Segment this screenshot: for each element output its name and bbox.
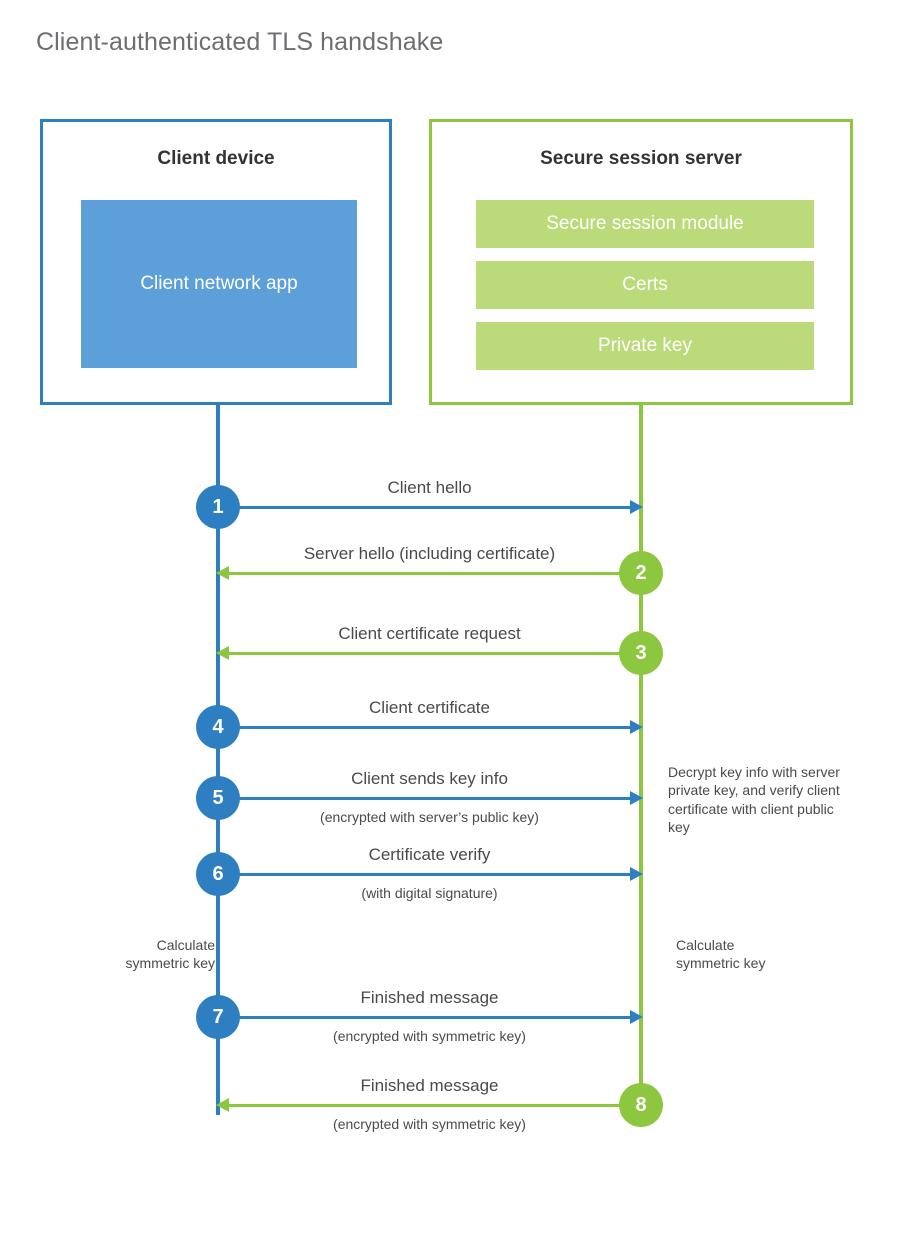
message-arrow-4 [218,725,632,729]
message-sublabel-8: (encrypted with symmetric key) [333,1116,526,1132]
arrow-head-1 [630,500,643,514]
server-module-item: Certs [476,261,814,309]
secure-session-server-title: Secure session server [540,148,742,169]
message-label-5: Client sends key info [351,769,508,788]
step-badge-5[interactable]: 5 [196,776,240,820]
arrow-head-7 [630,1010,643,1024]
note-server-decrypt-key-info: Decrypt key info with server private key… [668,764,840,836]
client-device-box: Client device Client network app [40,119,392,405]
secure-session-server-box: Secure session server Secure session mod… [429,119,853,405]
step-badge-2[interactable]: 2 [619,551,663,595]
arrow-head-5 [630,791,643,805]
message-label-1: Client hello [387,478,472,497]
step-badge-6[interactable]: 6 [196,852,240,896]
message-arrow-5 [218,796,632,800]
step-badge-1[interactable]: 1 [196,485,240,529]
message-arrow-7 [218,1015,632,1019]
client-device-title: Client device [157,148,275,169]
step-badge-3[interactable]: 3 [619,631,663,675]
arrow-head-3 [216,646,229,660]
page-title: Client-authenticated TLS handshake [36,28,444,56]
step-badge-4[interactable]: 4 [196,705,240,749]
step-badge-7[interactable]: 7 [196,995,240,1039]
client-network-app-component: Client network app [81,200,357,368]
arrow-head-6 [630,867,643,881]
message-sublabel-7: (encrypted with symmetric key) [333,1028,526,1044]
server-lifeline [639,405,643,1108]
server-module-item: Private key [476,322,814,370]
arrow-head-2 [216,566,229,580]
message-label-4: Client certificate [369,698,490,717]
message-arrow-6 [218,872,632,876]
server-modules-list: Secure session module Certs Private key [476,200,814,383]
message-arrow-1 [218,505,632,509]
message-arrow-3 [227,651,641,655]
message-label-7: Finished message [360,988,499,1007]
message-label-2: Server hello (including certificate) [303,544,556,563]
server-module-item: Secure session module [476,200,814,248]
arrow-head-4 [630,720,643,734]
arrow-head-8 [216,1098,229,1112]
step-badge-8[interactable]: 8 [619,1083,663,1127]
message-label-6: Certificate verify [368,845,491,864]
message-label-3: Client certificate request [338,624,521,643]
message-label-8: Finished message [360,1076,499,1095]
message-arrow-8 [227,1103,641,1107]
message-arrow-2 [227,571,641,575]
message-sublabel-5: (encrypted with server’s public key) [320,809,539,825]
client-lifeline [216,405,220,1115]
message-sublabel-6: (with digital signature) [361,885,498,901]
